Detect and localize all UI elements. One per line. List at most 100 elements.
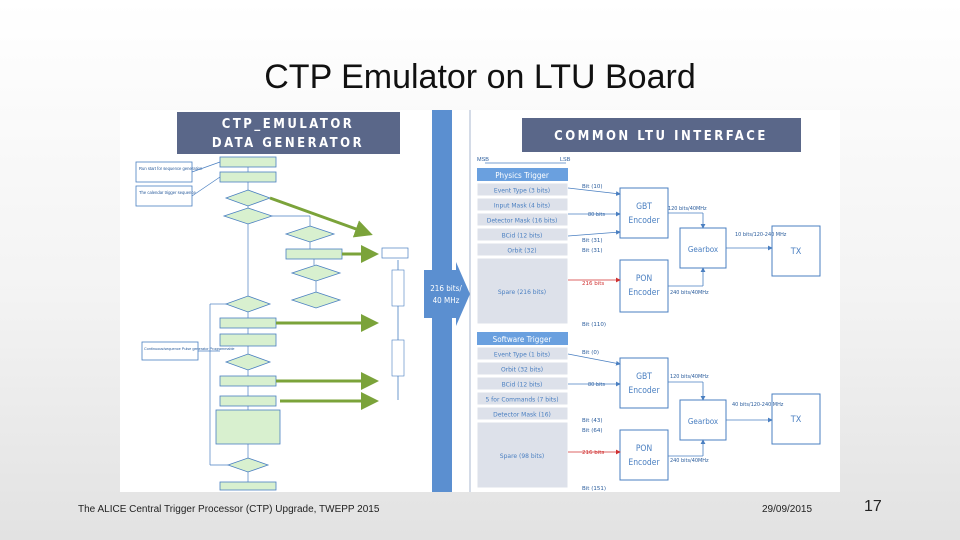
software-marker: Bit (43)	[582, 418, 603, 424]
software-marker: 216 bits	[582, 450, 604, 456]
flow-diamond-5	[290, 291, 342, 309]
top-pon-rate: 240 bits/40MHz	[670, 290, 709, 296]
software-field-label: BCid (12 bits)	[502, 382, 543, 389]
physics-trigger-label: Physics Trigger	[495, 171, 549, 180]
slide-title: CTP Emulator on LTU Board	[264, 58, 696, 96]
software-trigger-header	[477, 332, 568, 345]
physics-fields: Event Type (3 bits) Input Mask (4 bits) De…	[476, 182, 569, 325]
ctp-emulator-diagram: CTP_EMULATOR DATA GENERATOR Run start fo…	[120, 110, 840, 492]
top-pon-encoder-label-1: PON	[636, 274, 652, 284]
data-generator-title-box	[177, 112, 400, 154]
flow-box-7	[219, 395, 277, 407]
flow-diamond-3	[284, 225, 336, 243]
flow-box-4	[219, 317, 277, 329]
top-gbt-input: 80 bits	[588, 212, 605, 218]
note-box-2	[135, 185, 193, 207]
software-fields: Event Type (1 bits) Orbit (32 bits) BCid (…	[476, 346, 569, 489]
software-field-box	[476, 421, 569, 489]
bottom-gearbox-label: Gearbox	[688, 417, 719, 426]
bottom-pon-encoder-label-1: PON	[636, 444, 652, 454]
bus-label-line2: 40 MHz	[433, 296, 460, 305]
flow-box-2	[219, 171, 277, 183]
bottom-gbt-input: 80 bits	[588, 382, 605, 388]
software-field-label: 5 for Commands (7 bits)	[485, 397, 558, 404]
bottom-tx-box	[771, 393, 821, 445]
note-text-3: Continuous/sequence Pulse generator Prog…	[144, 347, 235, 351]
data-generator-panel: CTP_EMULATOR DATA GENERATOR Run start fo…	[135, 112, 409, 491]
software-field-box	[476, 391, 569, 406]
green-arrows	[269, 196, 379, 410]
top-tx-label: TX	[790, 247, 802, 257]
top-gearbox-rate: 10 bits/120-240 MHz	[735, 232, 787, 238]
ltu-interface-panel: COMMON LTU INTERFACE MSB LSB Physics Tri…	[476, 118, 821, 492]
physics-field-box	[476, 227, 569, 242]
flow-box-start	[219, 156, 277, 168]
physics-field-box	[476, 257, 569, 325]
lsb-label: LSB	[560, 157, 571, 163]
note-text-2: The calendar trigger sequence	[139, 190, 196, 195]
physics-field-label: Detector Mask (16 bits)	[487, 218, 558, 225]
software-marker: Bit (0)	[582, 350, 599, 356]
flow-box-5	[219, 333, 277, 347]
flow-diamond-7	[224, 353, 272, 371]
software-field-box	[476, 406, 569, 421]
msb-label: MSB	[477, 157, 489, 163]
software-trigger-label: Software Trigger	[493, 335, 552, 344]
top-gbt-encoder-box	[619, 187, 669, 239]
top-connectors	[567, 187, 773, 287]
flow-box-3	[285, 248, 343, 260]
bottom-encoder-path	[619, 357, 821, 481]
physics-marker: 216 bits	[582, 281, 604, 287]
bottom-pon-rate: 240 bits/40MHz	[670, 458, 709, 464]
physics-marker: Bit (31)	[582, 238, 603, 244]
software-field-box	[476, 361, 569, 376]
bottom-gearbox-rate: 40 bits/120-240 MHz	[732, 402, 784, 408]
bus-arrow	[424, 262, 470, 326]
top-gbt-rate: 120 bits/40MHz	[668, 206, 707, 212]
top-pon-encoder-label-2: Encoder	[628, 288, 660, 298]
page-number: 17	[864, 498, 882, 515]
flow-diamond-2	[222, 207, 274, 225]
software-field-label: Event Type (1 bits)	[494, 352, 550, 359]
ltu-title: COMMON LTU INTERFACE	[554, 129, 768, 144]
flow-diamond-1	[224, 189, 272, 207]
bottom-connectors	[567, 353, 773, 457]
flow-box-end	[219, 481, 277, 491]
software-marker: Bit (64)	[582, 428, 603, 434]
software-field-label: Orbit (32 bits)	[501, 367, 543, 374]
bottom-gbt-rate: 120 bits/40MHz	[670, 374, 709, 380]
physics-marker: Bit (110)	[582, 322, 606, 328]
top-encoder-path	[619, 187, 821, 313]
flow-diamond-4	[290, 264, 342, 282]
top-gbt-encoder-label-2: Encoder	[628, 216, 660, 226]
note-box-3	[141, 341, 199, 361]
physics-marker: Bit (10)	[582, 184, 603, 190]
physics-marker: Bit (31)	[582, 248, 603, 254]
physics-trigger-header	[477, 168, 568, 181]
physics-field-label: BCid (12 bits)	[502, 233, 543, 240]
bottom-gbt-encoder-label-1: GBT	[636, 372, 652, 382]
top-gearbox-label: Gearbox	[688, 245, 719, 254]
bottom-gbt-encoder-box	[619, 357, 669, 409]
software-field-label: Spare (98 bits)	[500, 453, 544, 460]
flow-diamond-6	[224, 295, 272, 313]
flow-connectors	[191, 161, 317, 482]
physics-field-box	[476, 197, 569, 212]
top-pon-encoder-box	[619, 259, 669, 313]
red-connectors	[568, 277, 621, 455]
physics-field-label: Spare (216 bits)	[498, 289, 546, 296]
physics-field-label: Input Mask (4 bits)	[494, 203, 550, 210]
right-rail	[381, 247, 409, 400]
bottom-tx-label: TX	[790, 415, 802, 425]
software-field-label: Detector Mask (16)	[493, 412, 551, 419]
physics-field-box	[476, 242, 569, 257]
footer-text: The ALICE Central Trigger Processor (CTP…	[78, 504, 380, 515]
ltu-title-box	[522, 118, 801, 152]
physics-field-label: Event Type (3 bits)	[494, 188, 550, 195]
note-box-1	[135, 161, 193, 183]
software-marker: Bit (151)	[582, 486, 606, 492]
bus-label-line1: 216 bits/	[430, 284, 462, 293]
flow-box-generated	[215, 409, 281, 445]
